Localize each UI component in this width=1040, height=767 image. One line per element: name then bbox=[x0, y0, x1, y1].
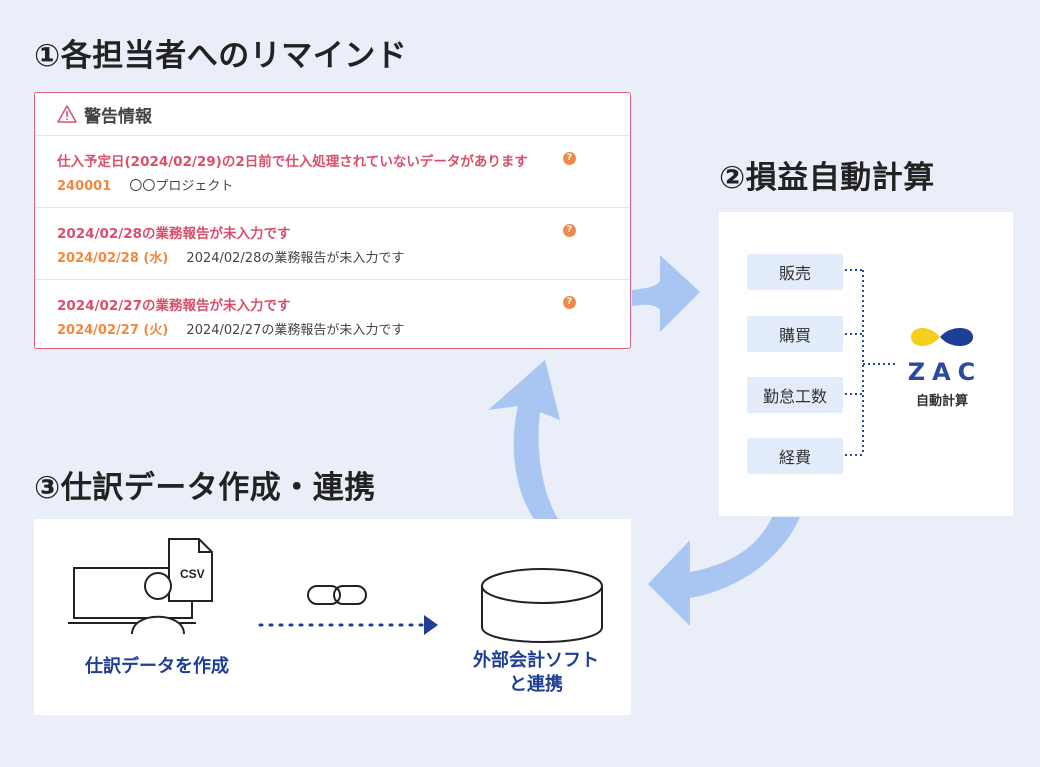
external-label-line1: 外部会計ソフト bbox=[473, 650, 599, 671]
category-expense: 経費 bbox=[747, 438, 843, 474]
alert-meta-left: 2024/02/27 (火) bbox=[57, 323, 169, 338]
section-title-profit: ②損益自動計算 bbox=[719, 160, 935, 196]
alert-header: 警告情報 bbox=[35, 93, 630, 136]
alert-item[interactable]: 2024/02/28の業務報告が未入力です ? 2024/02/28 (水) 2… bbox=[35, 208, 630, 280]
alert-title: 警告情報 bbox=[84, 106, 152, 127]
category-attendance: 勤怠工数 bbox=[747, 377, 843, 413]
alert-meta-right: 〇〇プロジェクト bbox=[129, 179, 234, 194]
alert-meta: 2024/02/28 (水) 2024/02/28の業務報告が未入力です bbox=[57, 247, 404, 266]
zac-logo-mark bbox=[911, 327, 973, 347]
alert-meta: 2024/02/27 (火) 2024/02/27の業務報告が未入力です bbox=[57, 319, 404, 338]
zac-logo-text: ZAC bbox=[907, 358, 983, 386]
external-software-label: 外部会計ソフト と連携 bbox=[447, 649, 625, 697]
arrow-profit-to-journal bbox=[648, 517, 800, 626]
zac-caption: 自動計算 bbox=[915, 394, 968, 409]
section-title-journal: ③仕訳データ作成・連携 bbox=[34, 470, 376, 506]
alert-message[interactable]: 仕入予定日(2024/02/29)の2日前で仕入処理されていないデータがあります bbox=[57, 154, 528, 170]
database-icon bbox=[481, 568, 603, 643]
alert-meta-right: 2024/02/27の業務報告が未入力です bbox=[186, 323, 405, 338]
csv-file-icon: CSV bbox=[168, 538, 213, 602]
alert-item[interactable]: 2024/02/27の業務報告が未入力です ? 2024/02/27 (火) 2… bbox=[35, 280, 630, 352]
section-title-reminder: ①各担当者へのリマインド bbox=[34, 38, 408, 74]
alert-message[interactable]: 2024/02/28の業務報告が未入力です bbox=[57, 226, 291, 242]
warning-icon bbox=[57, 105, 77, 123]
help-icon[interactable]: ? bbox=[563, 224, 576, 237]
zac-logo: ZAC 自動計算 bbox=[899, 322, 985, 409]
alert-meta: 240001 〇〇プロジェクト bbox=[57, 175, 233, 194]
help-icon[interactable]: ? bbox=[563, 296, 576, 309]
profit-calculation-box: 販売 購買 勤怠工数 経費 ZAC 自動計算 bbox=[719, 212, 1013, 516]
arrow-reminder-to-profit bbox=[632, 255, 700, 332]
arrow-journal-to-reminder bbox=[488, 360, 560, 519]
connector-lines bbox=[845, 269, 897, 456]
link-icon bbox=[307, 585, 367, 605]
alert-meta-right: 2024/02/28の業務報告が未入力です bbox=[186, 251, 405, 266]
alert-message[interactable]: 2024/02/27の業務報告が未入力です bbox=[57, 298, 291, 314]
alert-meta-left: 2024/02/28 (水) bbox=[57, 251, 169, 266]
person-icon bbox=[116, 572, 185, 635]
category-purchase: 購買 bbox=[747, 316, 843, 352]
csv-label: CSV bbox=[180, 567, 205, 581]
help-icon[interactable]: ? bbox=[563, 152, 576, 165]
flow-arrow bbox=[258, 615, 438, 635]
external-label-line2: と連携 bbox=[509, 674, 563, 695]
journal-illustration: CSV bbox=[68, 538, 603, 643]
journal-data-box: CSV 仕訳データを作成 外部会計ソフト と連携 bbox=[34, 519, 631, 715]
category-sales: 販売 bbox=[747, 254, 843, 290]
alert-panel: 警告情報 仕入予定日(2024/02/29)の2日前で仕入処理されていないデータ… bbox=[34, 92, 631, 349]
create-journal-label: 仕訳データを作成 bbox=[85, 656, 229, 677]
alert-meta-left: 240001 bbox=[57, 179, 112, 194]
alert-item[interactable]: 仕入予定日(2024/02/29)の2日前で仕入処理されていないデータがあります… bbox=[35, 136, 630, 208]
